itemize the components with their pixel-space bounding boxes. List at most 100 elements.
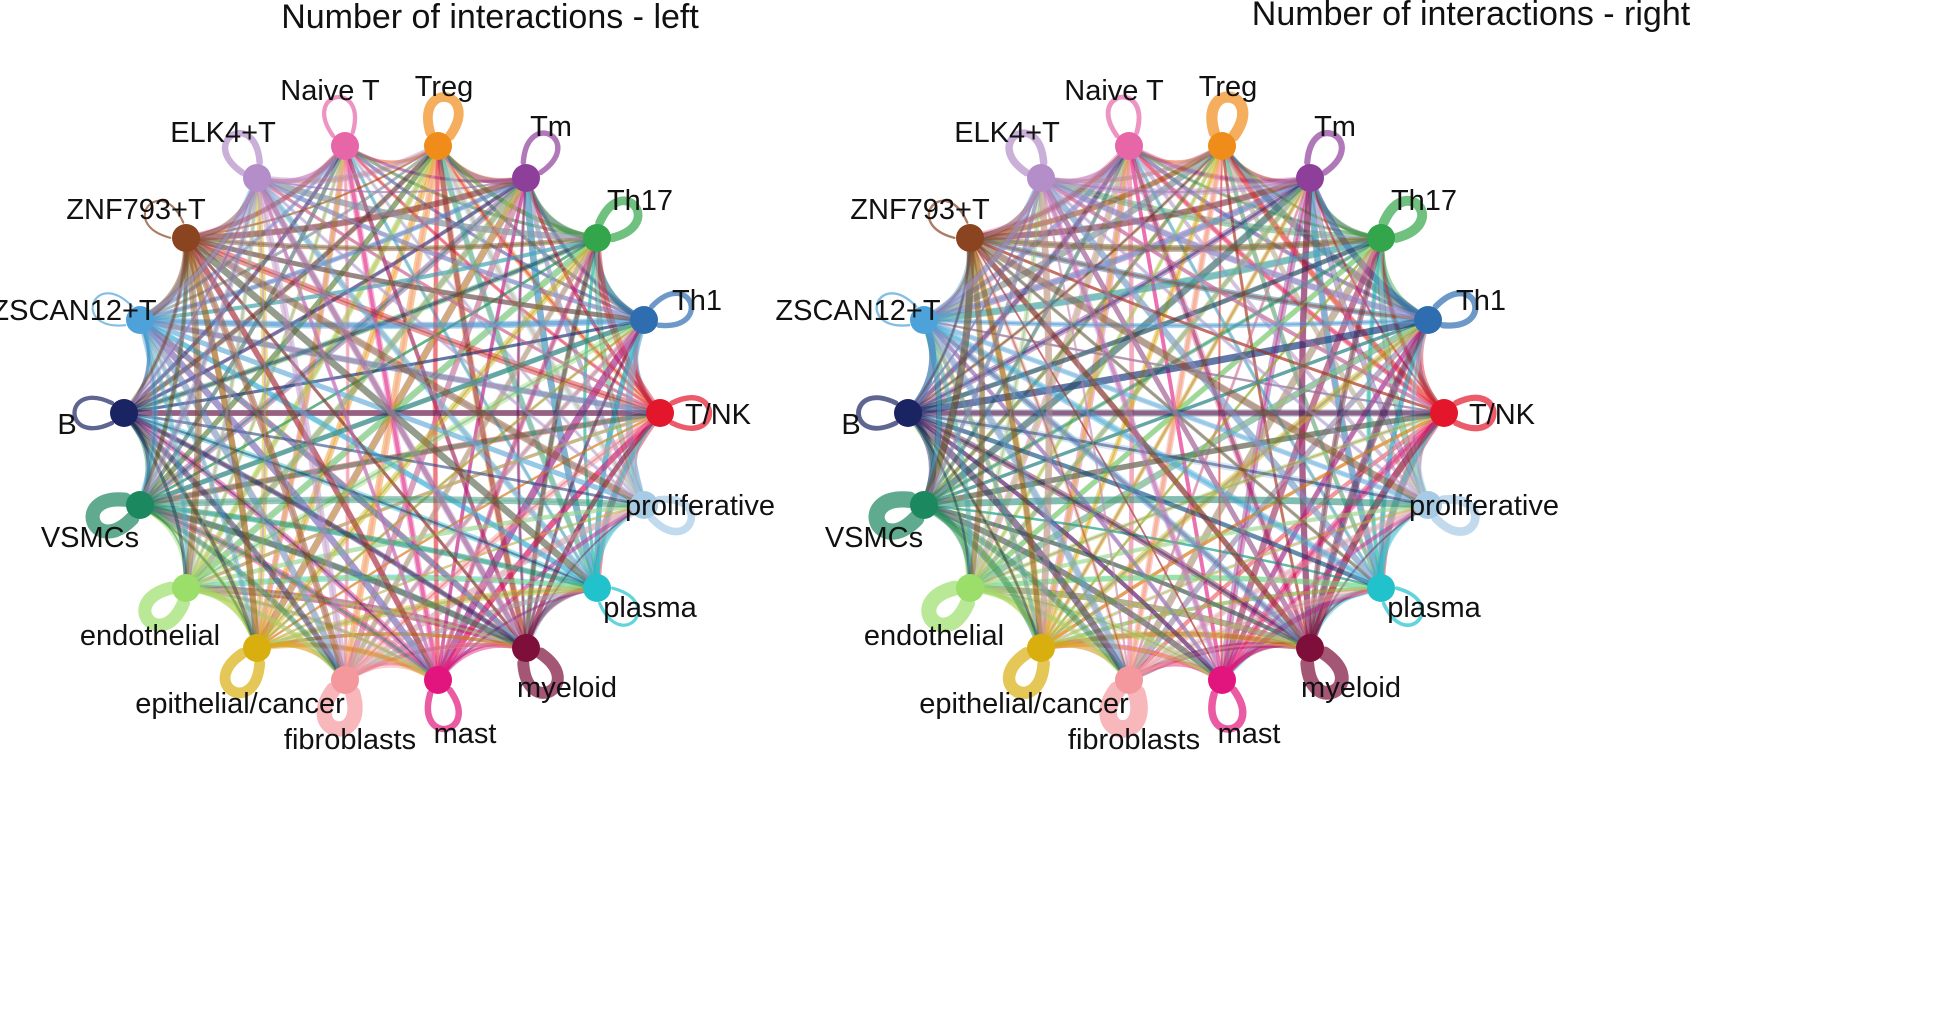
cell-type-node — [956, 224, 984, 252]
interaction-edge — [122, 411, 188, 590]
interaction-edge — [967, 235, 986, 591]
interaction-edge — [966, 142, 1133, 592]
interaction-edge — [1306, 174, 1432, 324]
interaction-edge — [968, 236, 1383, 590]
cell-type-label: Tm — [1314, 111, 1356, 143]
interaction-edge — [625, 316, 648, 509]
interaction-edge — [1038, 175, 1313, 651]
interaction-edge — [138, 503, 599, 590]
interaction-edge — [966, 584, 1133, 684]
interaction-edge — [1038, 175, 1447, 416]
interaction-edge — [905, 235, 1384, 416]
interaction-edge — [1038, 631, 1313, 651]
cell-type-node — [583, 574, 611, 602]
interaction-edge — [524, 176, 662, 415]
interaction-edge — [137, 235, 600, 323]
interaction-edge — [920, 174, 1314, 509]
interaction-edge — [136, 316, 530, 652]
interaction-edge — [967, 235, 1384, 591]
interaction-edge — [1379, 236, 1446, 415]
interaction-edge — [1220, 144, 1383, 590]
interaction-edge — [183, 175, 529, 591]
interaction-edge — [342, 235, 600, 683]
interaction-edge — [523, 410, 663, 651]
interaction-edge — [1307, 175, 1431, 508]
interaction-edge — [593, 235, 647, 508]
interaction-edge — [523, 410, 663, 651]
interaction-edge — [183, 235, 600, 252]
interaction-edge — [1218, 584, 1385, 684]
interaction-edge — [921, 175, 1044, 508]
interaction-edge — [920, 174, 1314, 509]
interaction-edge — [967, 235, 1313, 651]
interaction-edge — [137, 502, 529, 651]
interaction-edge — [137, 317, 260, 651]
interaction-edge — [137, 317, 647, 328]
cell-type-label: epithelial/cancer — [135, 688, 345, 720]
interaction-edge — [969, 237, 1223, 681]
interaction-edge — [921, 502, 1313, 651]
self-loop — [91, 292, 134, 327]
interaction-edge — [341, 501, 648, 684]
interaction-edge — [906, 236, 972, 415]
interaction-edge — [121, 235, 600, 416]
interaction-edge — [137, 143, 441, 508]
interaction-edge — [137, 410, 663, 508]
interaction-edge — [256, 177, 527, 194]
interaction-edge — [255, 411, 662, 650]
interaction-edge — [1038, 175, 1431, 323]
interaction-edge — [1039, 318, 1430, 650]
interaction-edge — [185, 237, 598, 589]
cell-type-label: ELK4+T — [954, 117, 1060, 149]
interaction-edge — [255, 642, 440, 682]
interaction-edge — [184, 144, 347, 590]
interaction-edge — [1219, 143, 1431, 508]
interaction-edge — [136, 316, 349, 684]
interaction-edge — [1038, 143, 1225, 651]
interaction-edge — [921, 235, 1384, 508]
interaction-edge — [968, 236, 1383, 590]
interaction-edge — [138, 176, 528, 322]
self-loop — [424, 686, 462, 733]
self-loop — [595, 196, 643, 243]
interaction-edge — [253, 584, 601, 652]
self-loop — [138, 581, 190, 632]
interaction-edge — [922, 318, 1430, 507]
cell-type-node — [646, 399, 674, 427]
interaction-edge — [922, 503, 1043, 650]
self-loop — [1105, 94, 1142, 139]
self-loop — [598, 586, 640, 627]
interaction-edge — [920, 234, 1385, 324]
interaction-edge — [1127, 144, 1383, 240]
interaction-edge — [137, 502, 600, 591]
interaction-edge — [1299, 175, 1313, 651]
interaction-edge — [920, 316, 1385, 592]
interaction-edge — [907, 145, 1223, 414]
interaction-edge — [920, 142, 1226, 324]
interaction-edge — [1217, 144, 1224, 682]
interaction-edge — [921, 317, 1044, 651]
interaction-edge — [254, 175, 647, 323]
interaction-edge — [921, 502, 1313, 651]
interaction-edge — [904, 409, 1133, 684]
interaction-edge — [1126, 410, 1447, 683]
interaction-edge — [256, 237, 598, 649]
interaction-edge — [921, 317, 974, 591]
interaction-edge — [1220, 144, 1312, 650]
interaction-edge — [1125, 501, 1432, 684]
interaction-edge — [922, 318, 1312, 650]
interaction-edge — [343, 144, 528, 650]
interaction-edge — [123, 412, 439, 681]
interaction-edge — [921, 317, 1431, 508]
interaction-edge — [138, 144, 440, 322]
interaction-edge — [122, 144, 347, 415]
interaction-edge — [1220, 144, 1383, 240]
interaction-edge — [137, 502, 260, 651]
cell-type-label: myeloid — [517, 672, 617, 704]
interaction-edge — [967, 235, 1313, 651]
interaction-edge — [1366, 235, 1384, 591]
interaction-edge — [343, 144, 662, 415]
self-loop — [1099, 681, 1148, 738]
interaction-edge — [184, 144, 347, 590]
